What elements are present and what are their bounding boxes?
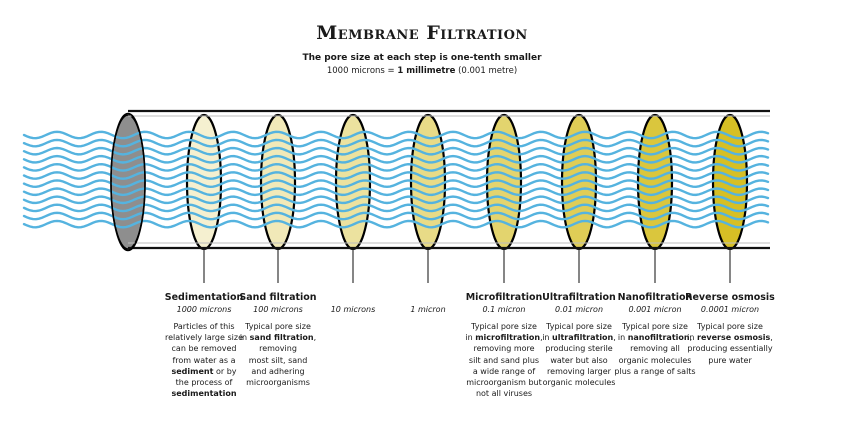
description-line: removing more (473, 344, 535, 354)
description-line: the process of (175, 378, 233, 388)
stage-description: Typical pore size in ultrafiltration,prod… (524, 321, 634, 388)
stage-name: Sedimentation (164, 292, 244, 303)
stage-name: Reverse osmosis (685, 292, 775, 303)
stage-pore-size: 100 microns (253, 305, 303, 314)
description-line: silt and sand plus (468, 355, 540, 365)
description-line: Typical pore size (471, 322, 537, 331)
description-keyword: ultrafiltration (552, 333, 614, 343)
description-line: in ultrafiltration, (542, 333, 616, 343)
page-subtitle: The pore size at each step is one-tenth … (302, 53, 542, 63)
description-line: sediment or by (171, 366, 237, 376)
description-line: pure water (708, 355, 752, 365)
description-line: microorganisms (246, 378, 310, 388)
conversion-bold: 1 millimetre (397, 66, 456, 76)
description-line: producing sterile (545, 344, 613, 354)
description-line: Typical pore size (546, 322, 612, 331)
description-line: in nanofiltration, (617, 333, 693, 343)
description-line: not all viruses (475, 389, 533, 399)
description-line: organic molecules (618, 355, 692, 365)
water-wave (22, 219, 770, 229)
description-line: organic molecules (542, 378, 616, 388)
stage-pore-size: 0.1 micron (482, 305, 526, 314)
description-keyword: sediment (171, 366, 214, 376)
stage-name: Nanofiltration (617, 292, 693, 303)
water-wave (22, 154, 770, 164)
description-line: from water as a (172, 355, 236, 365)
stage-pore-size: 1000 microns (176, 305, 232, 314)
description-line: removing (259, 344, 297, 354)
description-line: Typical pore size (622, 322, 688, 331)
page-title: Membrane Filtration (316, 22, 528, 44)
tube-inlet-rim (110, 112, 146, 252)
stage-pore-size: 0.0001 micron (700, 305, 760, 314)
description-keyword: sedimentation (171, 389, 237, 399)
water-wave (22, 138, 770, 148)
water-wave (22, 162, 770, 172)
stage-description: Typical pore size in nanofiltration,remov… (600, 321, 710, 377)
stage-name: Sand filtration (239, 292, 317, 303)
filter-membrane-disc (185, 113, 223, 251)
description-line: sedimentation (149, 388, 259, 399)
description-line: microorganism but (466, 378, 542, 388)
water-wave (22, 179, 770, 189)
water-wave (22, 171, 770, 180)
description-line: removing larger (547, 366, 611, 376)
description-line: relatively large size (164, 333, 243, 343)
description-line: a wide range of (472, 366, 536, 376)
stage-label: 1 micron (373, 292, 483, 316)
stage-pore-size: 0.01 micron (554, 305, 604, 314)
description-line: Typical pore size (245, 322, 311, 331)
description-keyword: nanofiltration (627, 333, 690, 343)
stage-description: Typical pore size in reverse osmosis,prod… (675, 321, 785, 366)
description-line: Particles of this (173, 322, 235, 331)
description-line: producing essentially (687, 344, 773, 354)
description-line: most silt, sand (248, 355, 308, 365)
description-line: in sand filtration, (239, 333, 317, 343)
description-line: in reverse osmosis, (687, 333, 773, 343)
stage-pore-size: 0.001 micron (628, 305, 682, 314)
description-line: Typical pore size (697, 322, 763, 331)
description-line: plus a range of salts (614, 366, 696, 376)
stage-name: Ultrafiltration (542, 292, 616, 303)
description-line: can be removed (171, 344, 237, 354)
description-keyword: sand filtration (249, 333, 314, 343)
stage-pore-size: 10 microns (330, 305, 376, 314)
description-line: and adhering (251, 366, 305, 376)
conversion-prefix: 1000 microns = (326, 66, 398, 76)
water-wave (22, 187, 770, 197)
description-keyword: reverse osmosis (697, 333, 771, 343)
water-wave (22, 130, 770, 140)
description-line: in microfiltration, (465, 333, 543, 343)
water-wave (22, 195, 770, 205)
water-wave (22, 211, 770, 221)
description-keyword: microfiltration (475, 333, 541, 343)
description-line: removing all (630, 344, 680, 354)
water-wave (22, 146, 770, 156)
stage-label: 10 microns (298, 292, 408, 316)
stage-pore-size: 1 micron (410, 305, 446, 314)
water-wave (22, 203, 770, 213)
description-line: water but also (550, 355, 608, 365)
conversion-suffix: (0.001 metre) (455, 66, 518, 76)
unit-conversion-note: 1000 microns = 1 millimetre (0.001 metre… (0, 66, 844, 76)
stage-description: Typical pore size in sand filtration,remo… (223, 321, 333, 388)
stage-description: Typical pore size in microfiltration,remo… (449, 321, 559, 399)
stage-name: Microfiltration (465, 292, 543, 303)
